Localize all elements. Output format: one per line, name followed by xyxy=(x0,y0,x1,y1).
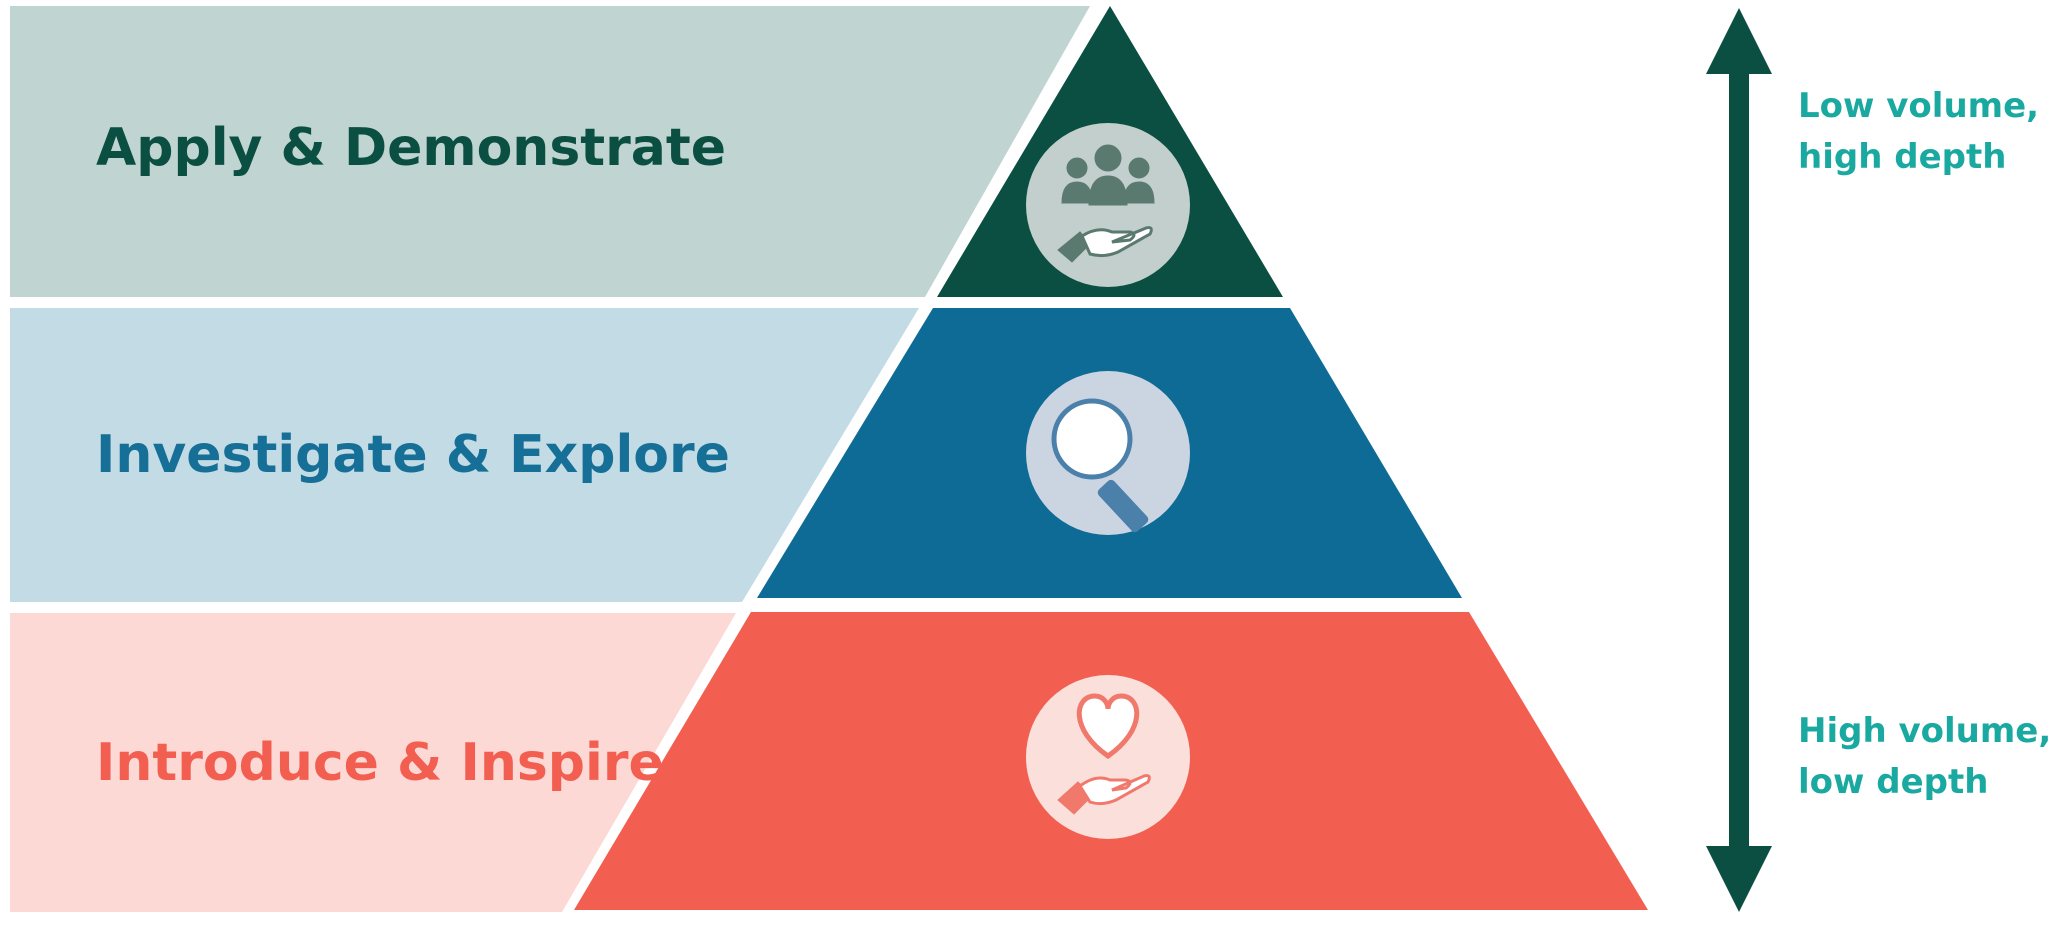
volume-depth-arrow xyxy=(1706,8,1772,912)
tier-label-introduce: Introduce & Inspire xyxy=(96,733,664,793)
bottom-label-line-2: low depth xyxy=(1798,762,1988,802)
arrow-up-icon xyxy=(1706,8,1772,74)
bottom-label-line-1: High volume, xyxy=(1798,711,2051,751)
arrow-down-icon xyxy=(1706,846,1772,912)
tier-label-investigate: Investigate & Explore xyxy=(96,425,730,485)
band-apply xyxy=(10,6,1090,297)
top-label-line-2: high depth xyxy=(1798,137,2006,177)
tier-label-apply: Apply & Demonstrate xyxy=(96,118,726,178)
magnifier-icon xyxy=(1026,371,1190,535)
heart-hand-icon xyxy=(1026,675,1190,839)
community-hand-icon xyxy=(1026,123,1190,287)
top-label-line-1: Low volume, xyxy=(1798,86,2039,126)
band-introduce xyxy=(10,613,736,912)
band-investigate xyxy=(10,308,919,602)
